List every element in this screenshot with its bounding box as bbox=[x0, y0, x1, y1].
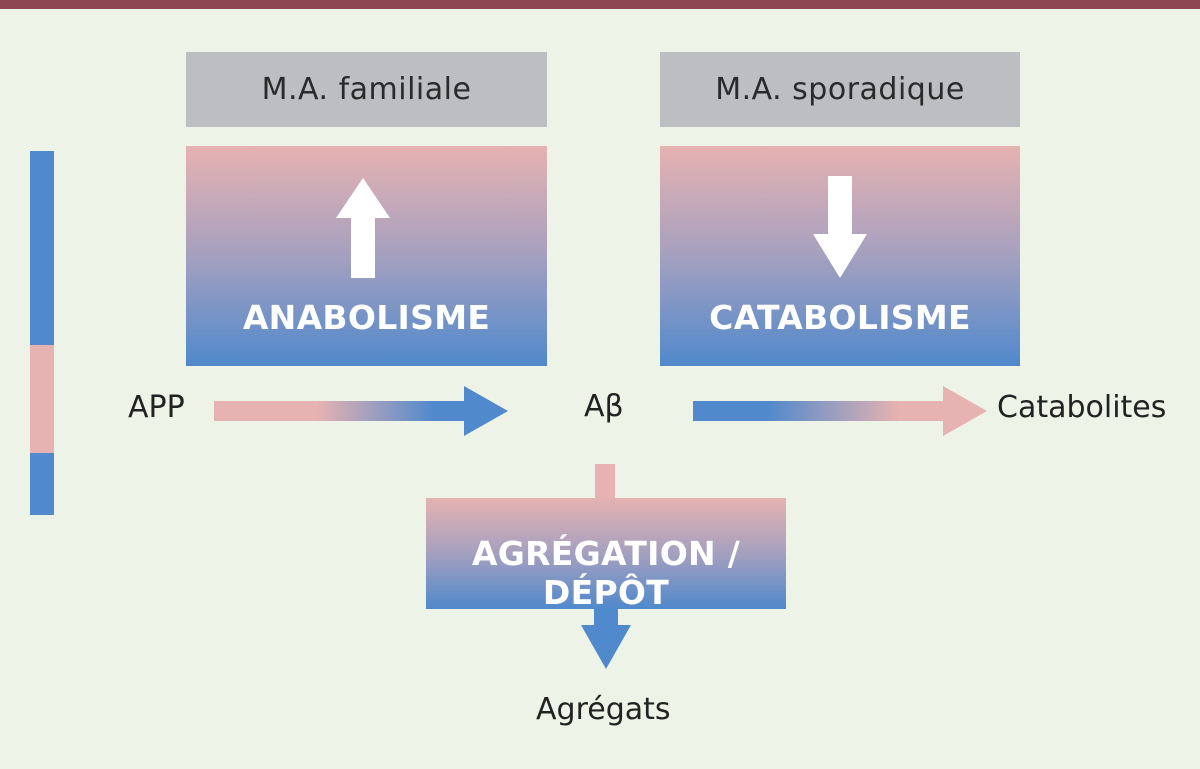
aggregation-down-arrow-icon bbox=[581, 609, 631, 669]
app-to-abeta-arrow bbox=[214, 386, 508, 436]
aggregation-title: AGRÉGATION / DÉPÔT bbox=[471, 534, 741, 612]
app-label: APP bbox=[128, 390, 185, 425]
top-accent-bar bbox=[0, 0, 1200, 9]
catabolism-title: CATABOLISME bbox=[709, 298, 971, 337]
side-color-bar bbox=[30, 151, 54, 515]
aggregation-box: AGRÉGATION / DÉPÔT bbox=[426, 498, 786, 612]
familial-label-box: M.A. familiale bbox=[186, 52, 547, 127]
anabolism-box: ANABOLISME bbox=[186, 146, 547, 366]
down-arrow-icon bbox=[813, 176, 867, 278]
sporadic-label: M.A. sporadique bbox=[715, 72, 965, 107]
abeta-connector bbox=[595, 464, 615, 499]
abeta-label: Aβ bbox=[584, 389, 624, 424]
catabolism-box: CATABOLISME bbox=[660, 146, 1020, 366]
anabolism-title: ANABOLISME bbox=[242, 298, 491, 337]
catabolites-label: Catabolites bbox=[997, 390, 1167, 425]
up-arrow-icon bbox=[336, 178, 390, 278]
aggregates-label: Agrégats bbox=[536, 692, 671, 727]
familial-label: M.A. familiale bbox=[261, 72, 472, 107]
abeta-to-catabolites-arrow bbox=[693, 386, 987, 436]
sporadic-label-box: M.A. sporadique bbox=[660, 52, 1020, 127]
